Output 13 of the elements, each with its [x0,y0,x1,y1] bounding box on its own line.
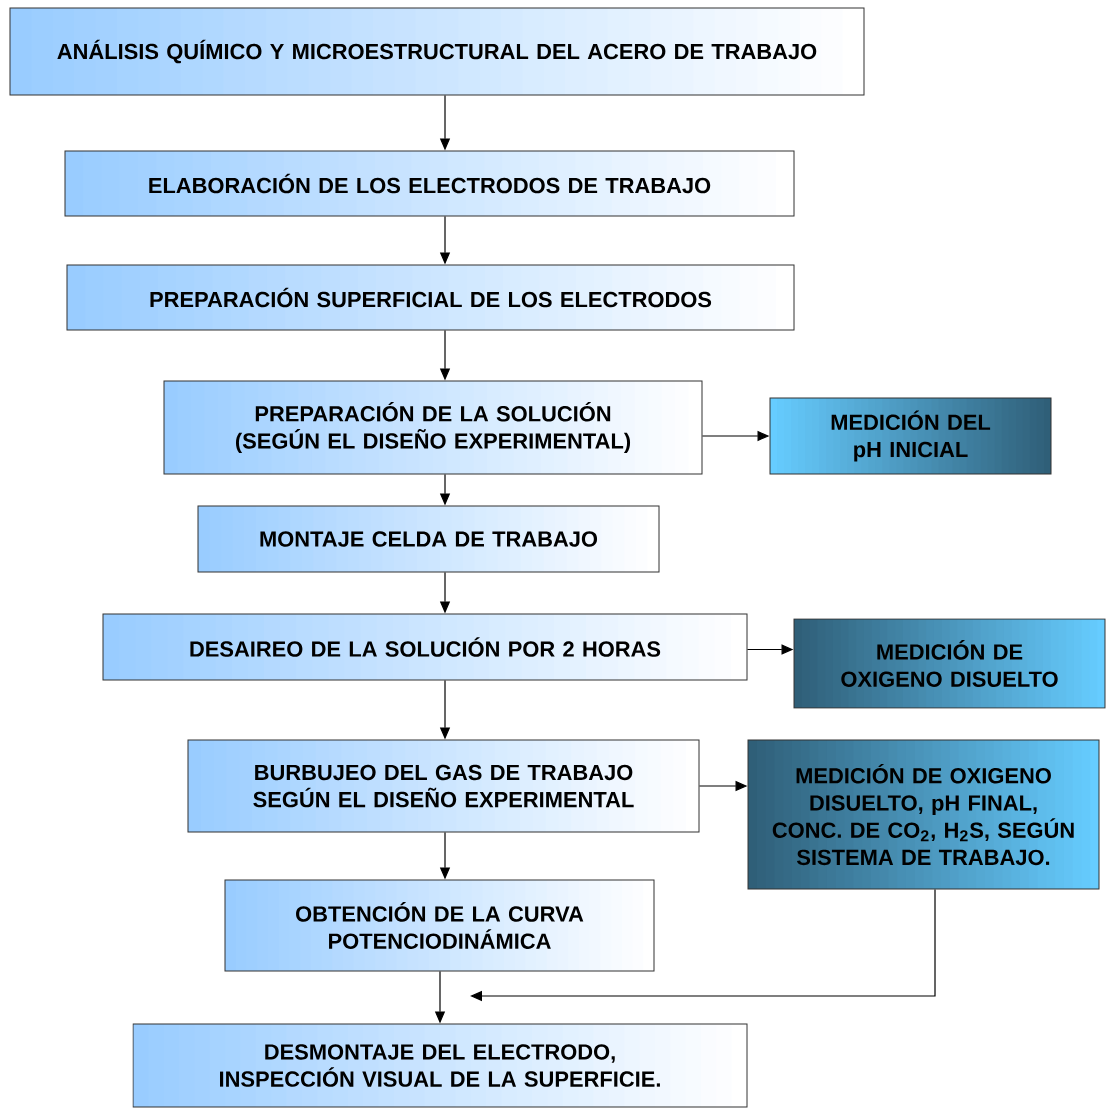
process-box: DESMONTAJE DEL ELECTRODO, INSPECCIÓN VISUAL DE LA SUPERFICIE. [132,1023,748,1108]
process-box: MEDICIÓN DEL pH INICIAL [769,397,1052,475]
process-box: DESAIREO DE LA SOLUCIÓN POR 2 HORAS [102,613,748,681]
arrow [470,888,936,1002]
process-box: OBTENCIÓN DE LA CURVA POTENCIODINÁMICA [224,879,655,972]
process-box: ELABORACIÓN DE LOS ELECTRODOS DE TRABAJO [64,150,795,217]
process-box: MEDICIÓN DE OXIGENO DISUELTO, pH FINAL, CONC. DE CO$_{2}$, H$_{2}$S, SEGÚN SISTEMA DE TRABAJO. [747,739,1100,890]
process-box: MEDICIÓN DE OXIGENO DISUELTO [793,618,1106,709]
process-box: MONTAJE CELDA DE TRABAJO [197,505,660,573]
process-box: PREPARACIÓN SUPERFICIAL DE LOS ELECTRODOS [66,264,795,331]
process-box: BURBUJEO DEL GAS DE TRABAJO SEGÚN EL DISEÑO EXPERIMENTAL [187,739,700,833]
process-box: ANÁLISIS QUÍMICO Y MICROESTRUCTURAL DEL ACERO DE TRABAJO [9,7,865,96]
process-box: PREPARACIÓN DE LA SOLUCIÓN (SEGÚN EL DISEÑO EXPERIMENTAL) [163,380,703,475]
